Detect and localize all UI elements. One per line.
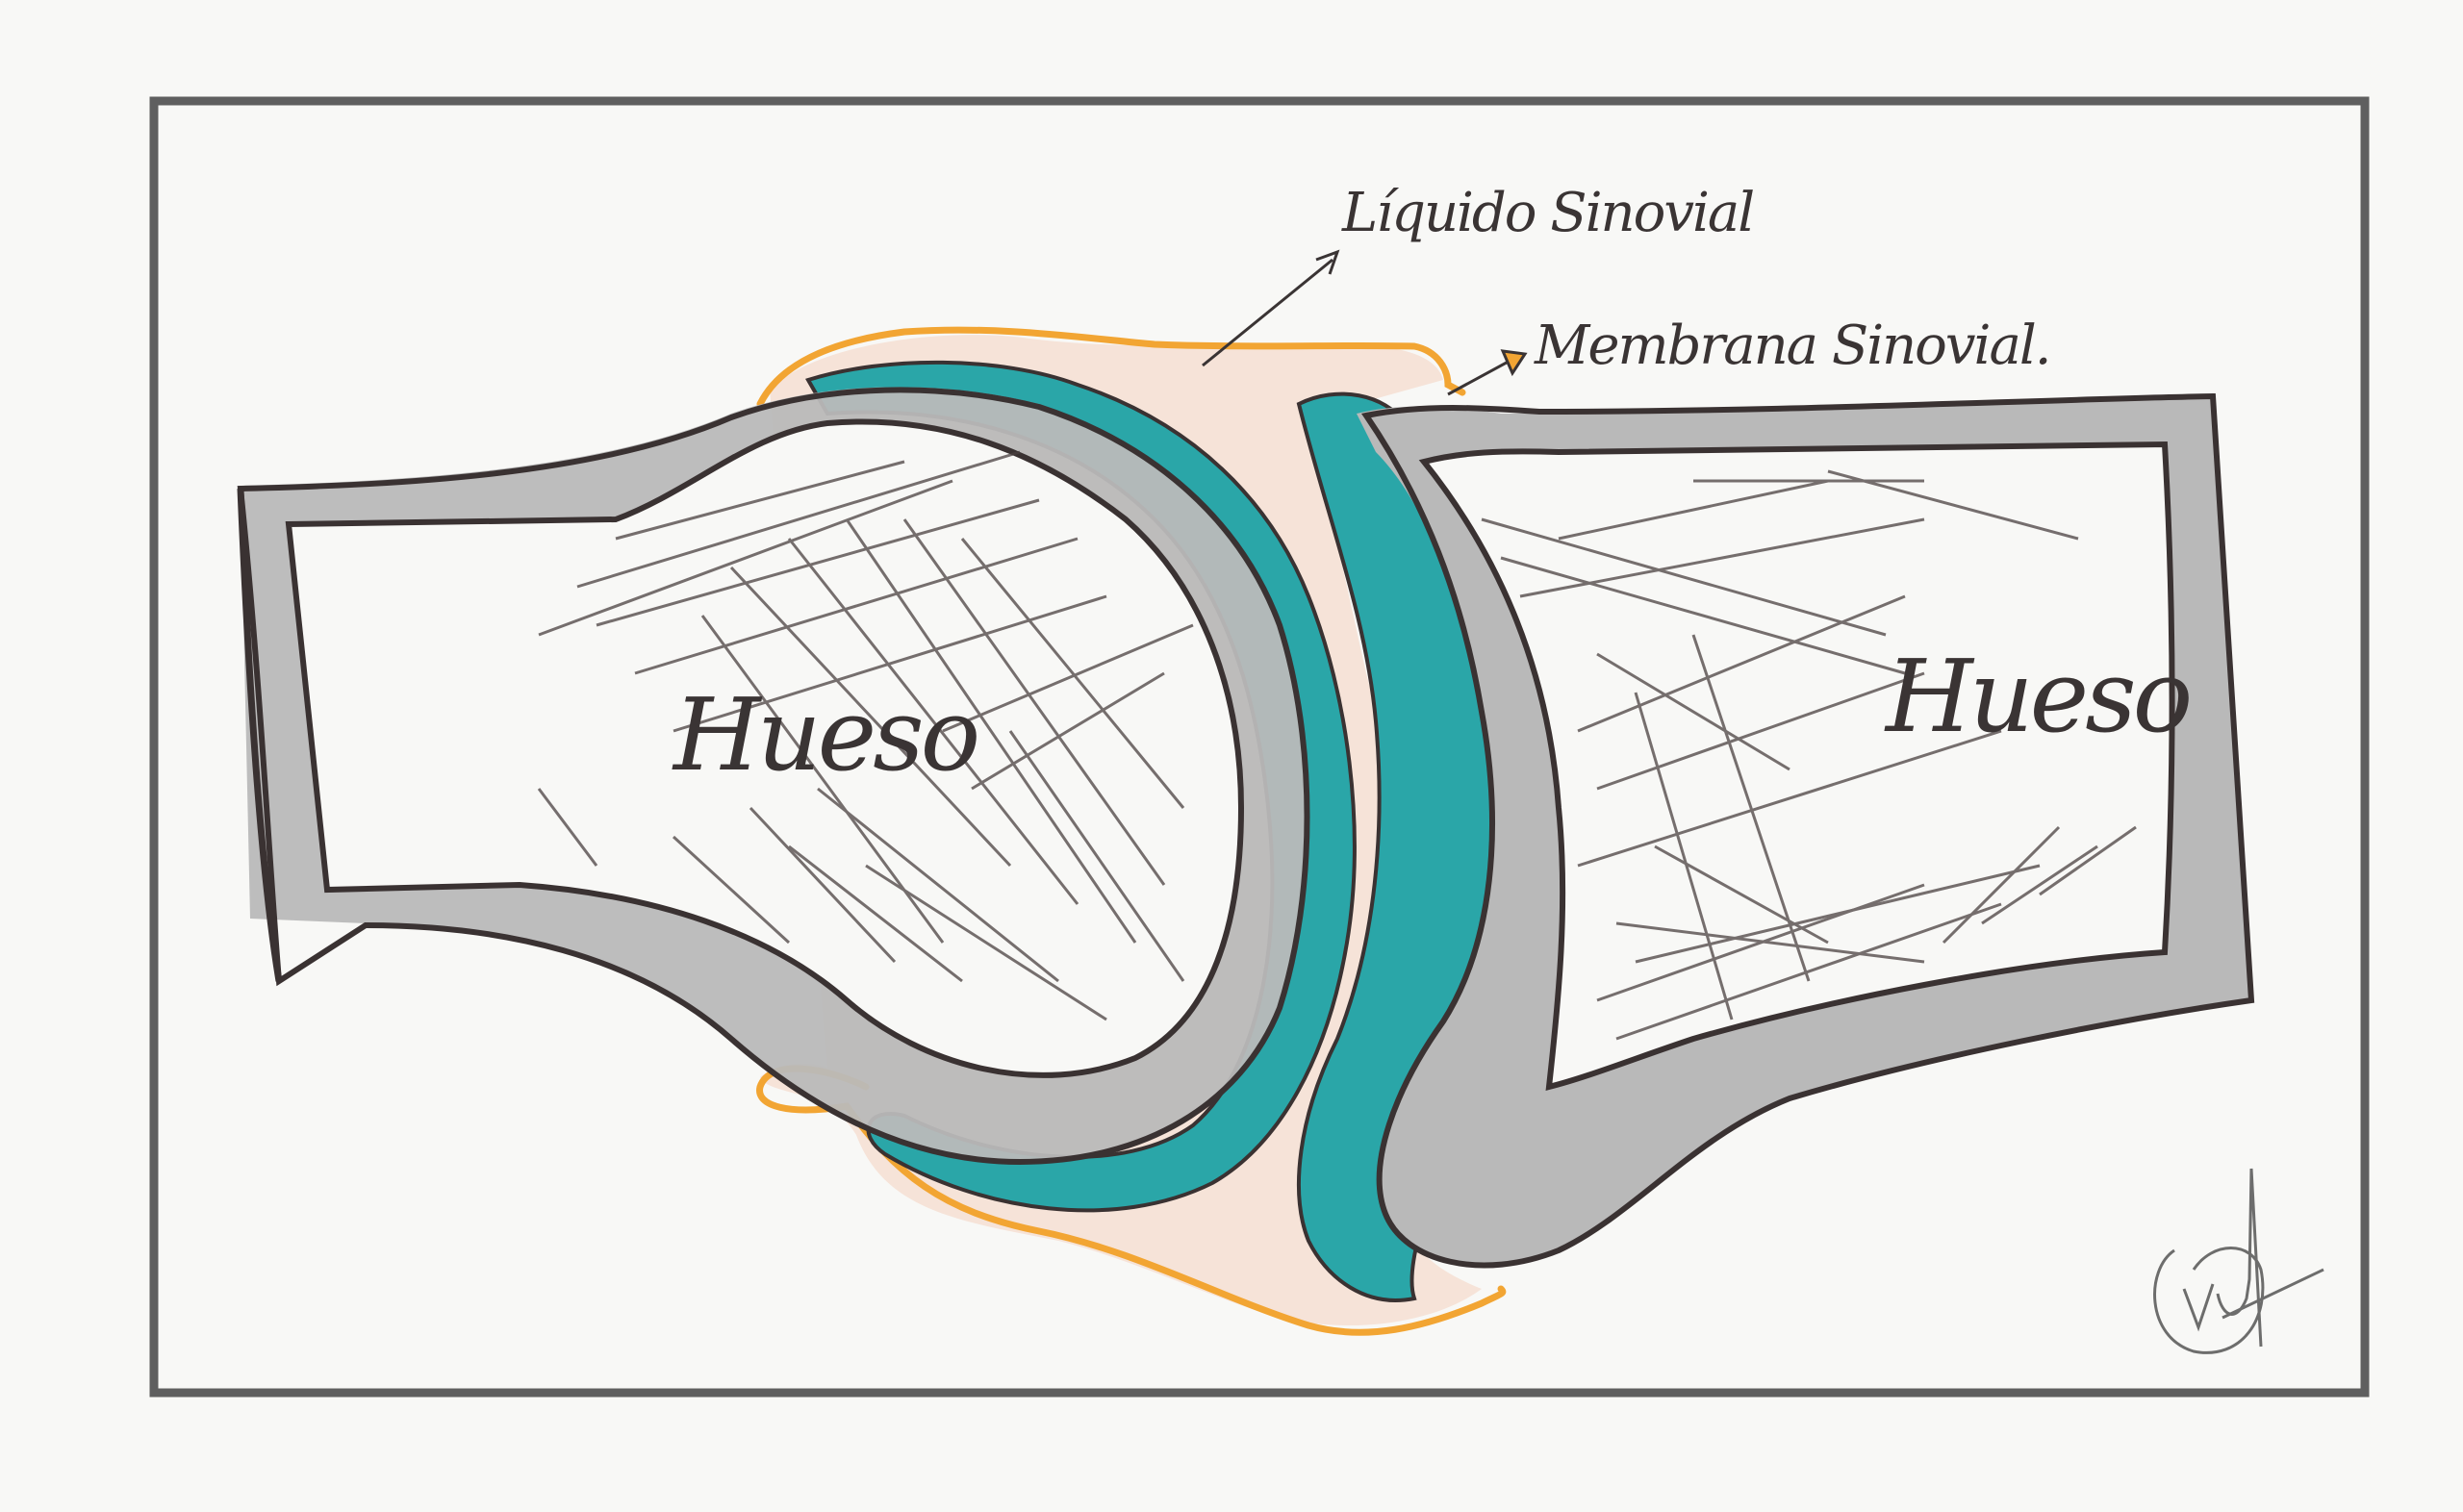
label-bone-left: Hueso bbox=[672, 676, 978, 794]
label-synovial-fluid: Líquido Sinovial bbox=[1341, 182, 1753, 244]
label-synovial-membrane: Membrana Sinovial. bbox=[1534, 315, 2050, 377]
label-bone-right: Hueso bbox=[1884, 638, 2190, 755]
signature-mark bbox=[2155, 1169, 2323, 1352]
synovial-membrane-leader bbox=[1448, 351, 1525, 394]
